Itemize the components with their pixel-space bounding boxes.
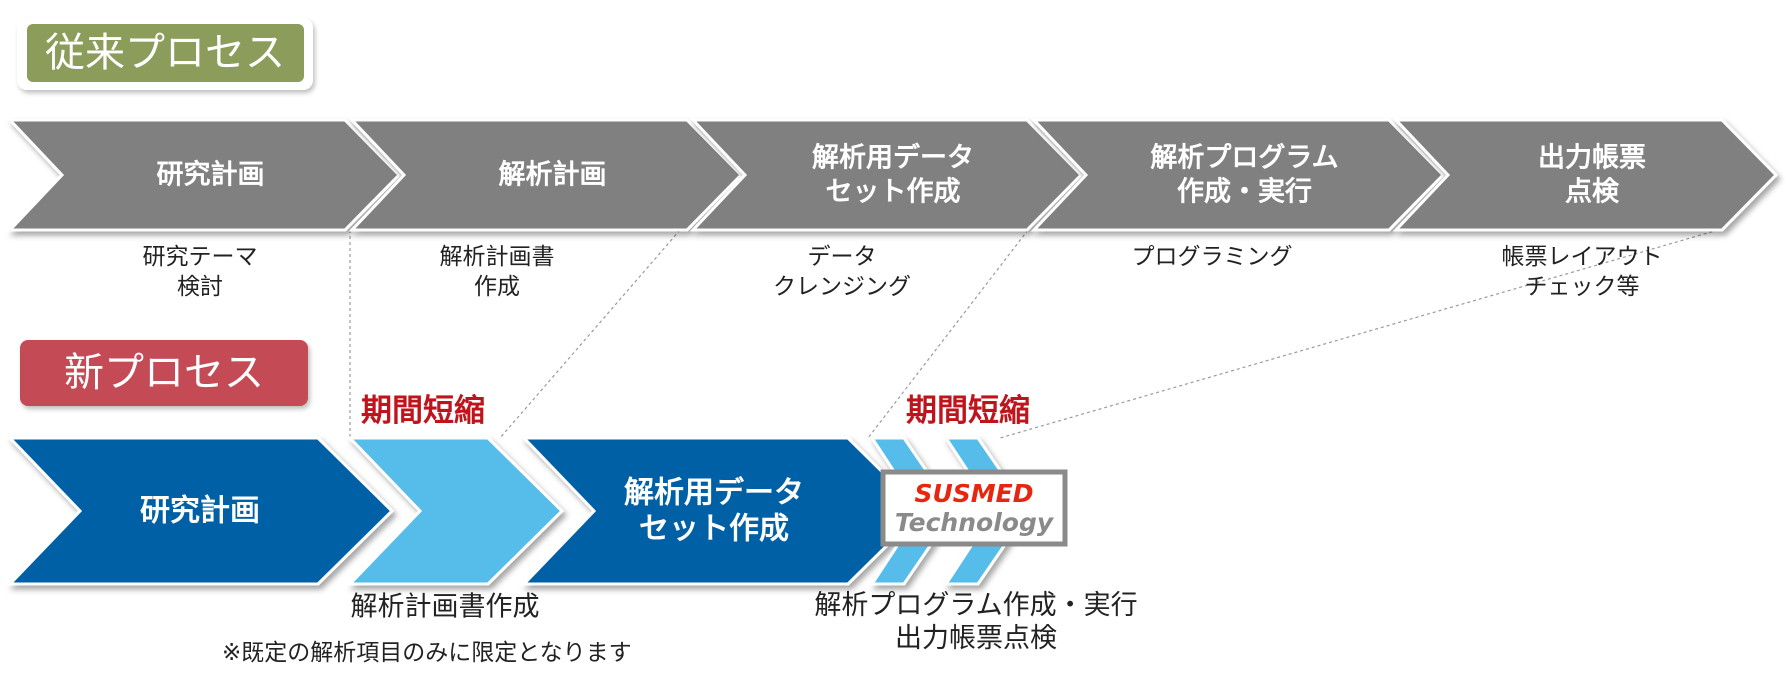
old-process-steps: 研究計画研究テーマ検討解析計画解析計画書作成解析用データセット作成データクレンジ… [6,118,1779,300]
new-process-badge-label: 新プロセス [64,350,264,396]
new-step-1-label-line-1: 研究計画 [140,494,260,529]
old-step-2-detail-line-2: 作成 [474,274,520,300]
old-step-3-label-line-2: セット作成 [826,177,961,208]
old-step-5-detail-line-1: 帳票レイアウト [1502,244,1663,270]
old-step-5-detail-line-2: チェック等 [1525,274,1640,300]
old-step-5-label-line-1: 出力帳票 [1538,143,1646,174]
old-step-2-detail-line-1: 解析計画書 [440,244,555,270]
old-step-chevron [1392,118,1779,232]
new-step-1: 研究計画 [6,436,395,586]
old-step-chevron [348,118,744,232]
susmed-technology-logo: SUSMED Technology [880,469,1068,547]
new-step-4-caption-line-1: 解析プログラム作成・実行 [814,590,1137,621]
new-step-2-caption-line-1: 解析計画書作成 [351,592,540,623]
old-step-4-label-line-1: 解析プログラム [1150,142,1338,174]
new-step-chevron [6,436,395,586]
old-step-3-detail-line-2: クレンジング [773,274,911,300]
shorten-label-2: 期間短縮 [906,393,1030,429]
old-step-4-label-line-2: 作成・実行 [1177,176,1312,208]
old-step-chevron [1030,118,1446,232]
old-step-5-label-line-2: 点検 [1565,177,1620,208]
old-step-3-detail-line-1: データ [808,244,877,270]
new-step-3-label-line-2: セット作成 [639,512,789,547]
old-step-2-label-line-1: 解析計画 [499,159,607,191]
shorten-label-1: 期間短縮 [361,393,485,429]
old-step-1-detail-line-1: 研究テーマ [143,244,258,270]
new-process-badge: 新プロセス [20,340,308,406]
new-step-2 [346,436,565,586]
limitation-note: ※既定の解析項目のみに限定となります [222,640,632,666]
new-step-chevron [520,436,925,586]
old-process-badge: 従来プロセス [17,18,313,90]
old-step-chevron [6,118,402,232]
logo-brand-text: SUSMED [914,479,1033,508]
old-step-4-detail-line-1: プログラミング [1132,244,1293,270]
old-step-chevron [689,118,1084,232]
old-step-1-label-line-1: 研究計画 [157,159,265,191]
guide-lines [349,229,1719,439]
old-step-1-detail-line-2: 検討 [177,274,223,300]
old-step-3-label-line-1: 解析用データ [812,142,974,174]
new-step-3-label-line-1: 解析用データ [624,476,804,511]
new-step-chevron [346,436,565,586]
logo-technology-text: Technology [895,508,1055,537]
old-process-badge-label: 従来プロセス [45,30,285,76]
new-step-4-caption-line-2: 出力帳票点検 [895,623,1057,654]
